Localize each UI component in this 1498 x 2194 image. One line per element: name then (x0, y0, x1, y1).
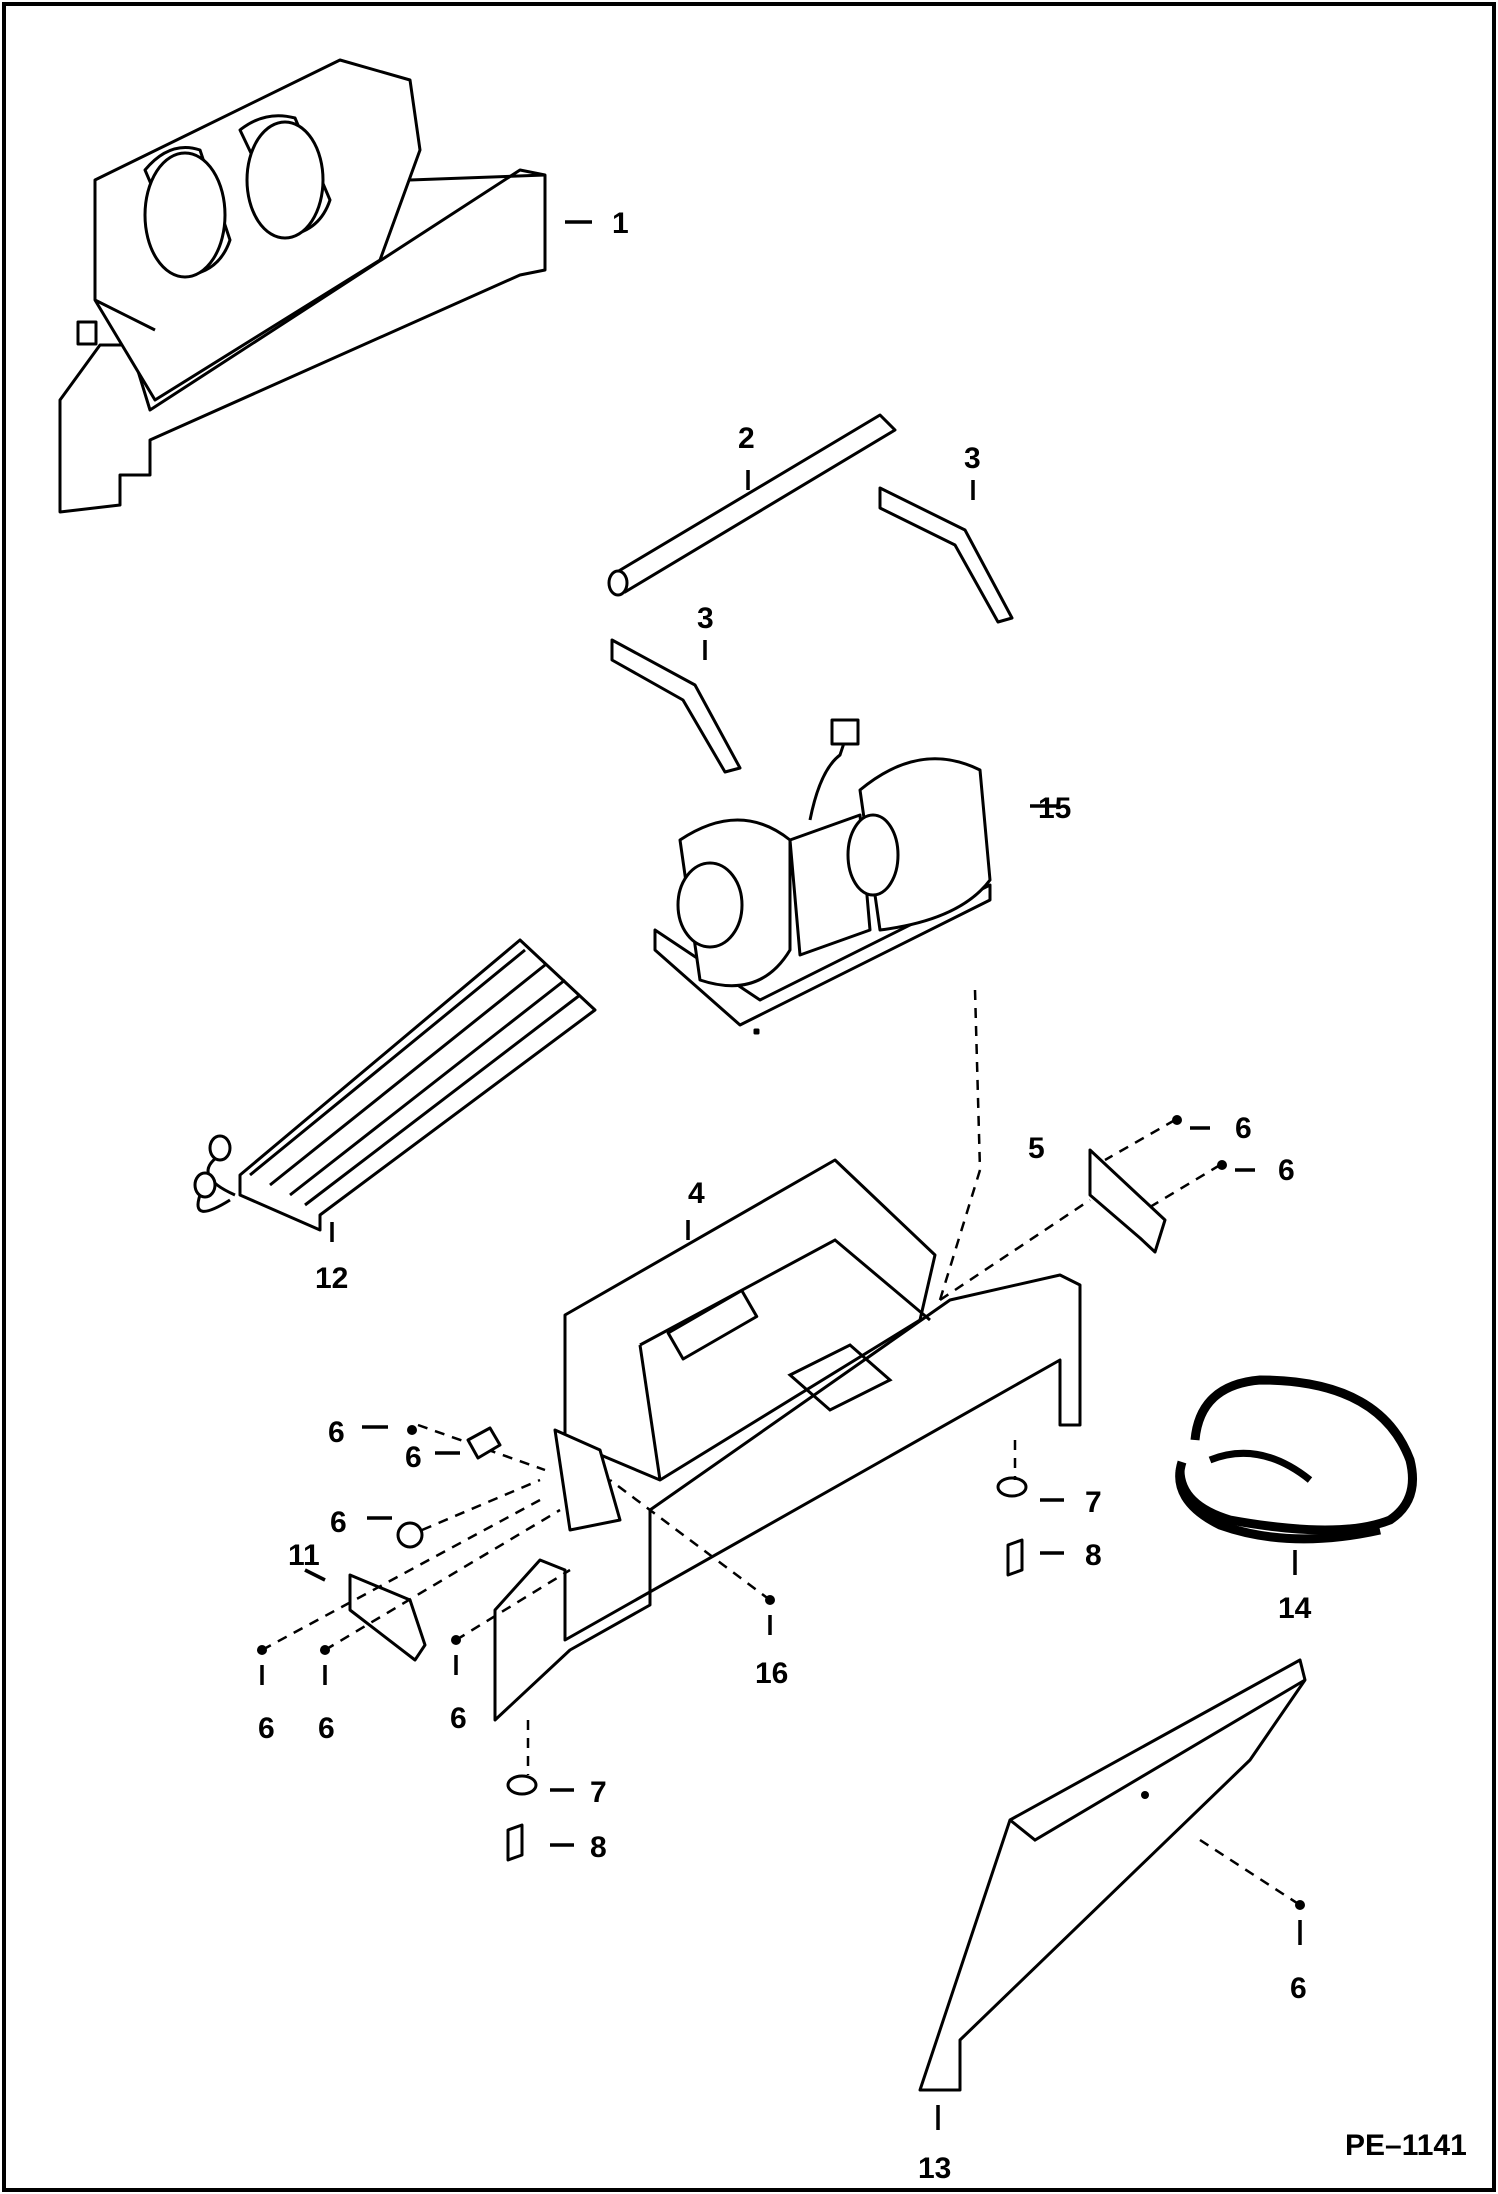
part-10-seal-ring (396, 1521, 424, 1549)
callout-16: 16 (755, 1657, 788, 1690)
callout-7b: 7 (590, 1776, 607, 1809)
part-3-bent-seal-upper (878, 486, 1014, 624)
callout-5: 5 (1028, 1132, 1045, 1165)
callout-7a: 7 (1085, 1486, 1102, 1519)
callout-15: 14 (1278, 1592, 1312, 1625)
callout-3a: 3 (964, 442, 981, 475)
callout-6d: 6 (258, 1712, 275, 1745)
part-1-heater-assembly (58, 58, 547, 514)
part-12-heater-core (193, 938, 597, 1232)
part-7-clip-right (996, 1476, 1028, 1498)
reference-code: PE–1141 (1345, 2129, 1467, 2162)
part-2-seal-strip (607, 413, 897, 597)
callout-11: 11 (288, 1539, 320, 1572)
callout-13: 13 (918, 2152, 951, 2185)
callout-14: 15 (1038, 792, 1071, 825)
callout-2: 2 (738, 422, 755, 455)
screw-icon (1172, 1115, 1182, 1125)
part-3-bent-seal-lower (610, 638, 742, 774)
callout-12: 12 (315, 1262, 348, 1295)
part-5-bracket (1088, 1148, 1167, 1254)
callout-9: 6 (405, 1441, 422, 1474)
callout-1: 1 (612, 207, 629, 240)
callout-6c: 6 (328, 1416, 345, 1449)
callout-6a: 6 (1235, 1112, 1252, 1145)
part-8-tube-left (506, 1823, 524, 1862)
callout-8b: 8 (590, 1831, 607, 1864)
part-8-tube-right (1006, 1538, 1024, 1577)
screw-icon (1295, 1900, 1305, 1910)
screw-icon (1217, 1160, 1227, 1170)
callout-6f: 6 (450, 1702, 467, 1735)
callout-10: 6 (330, 1506, 347, 1539)
part-15-drain-hose (1175, 1375, 1417, 1544)
part-14-blower-motor (653, 718, 992, 1027)
part-9-grommet (466, 1426, 502, 1460)
callout-4: 4 (688, 1177, 705, 1210)
callout-3b: 3 (697, 602, 714, 635)
part-7-clip-left (506, 1774, 538, 1796)
part-4-heater-housing (493, 1028, 1082, 1722)
callout-6e: 6 (318, 1712, 335, 1745)
callout-6b: 6 (1278, 1154, 1295, 1187)
callout-8a: 8 (1085, 1539, 1102, 1572)
part-13-cover-panel (918, 1658, 1307, 2092)
part-11-bracket-plate (348, 1573, 427, 1662)
screw-icon (407, 1425, 417, 1435)
callout-6g: 6 (1290, 1972, 1307, 2005)
